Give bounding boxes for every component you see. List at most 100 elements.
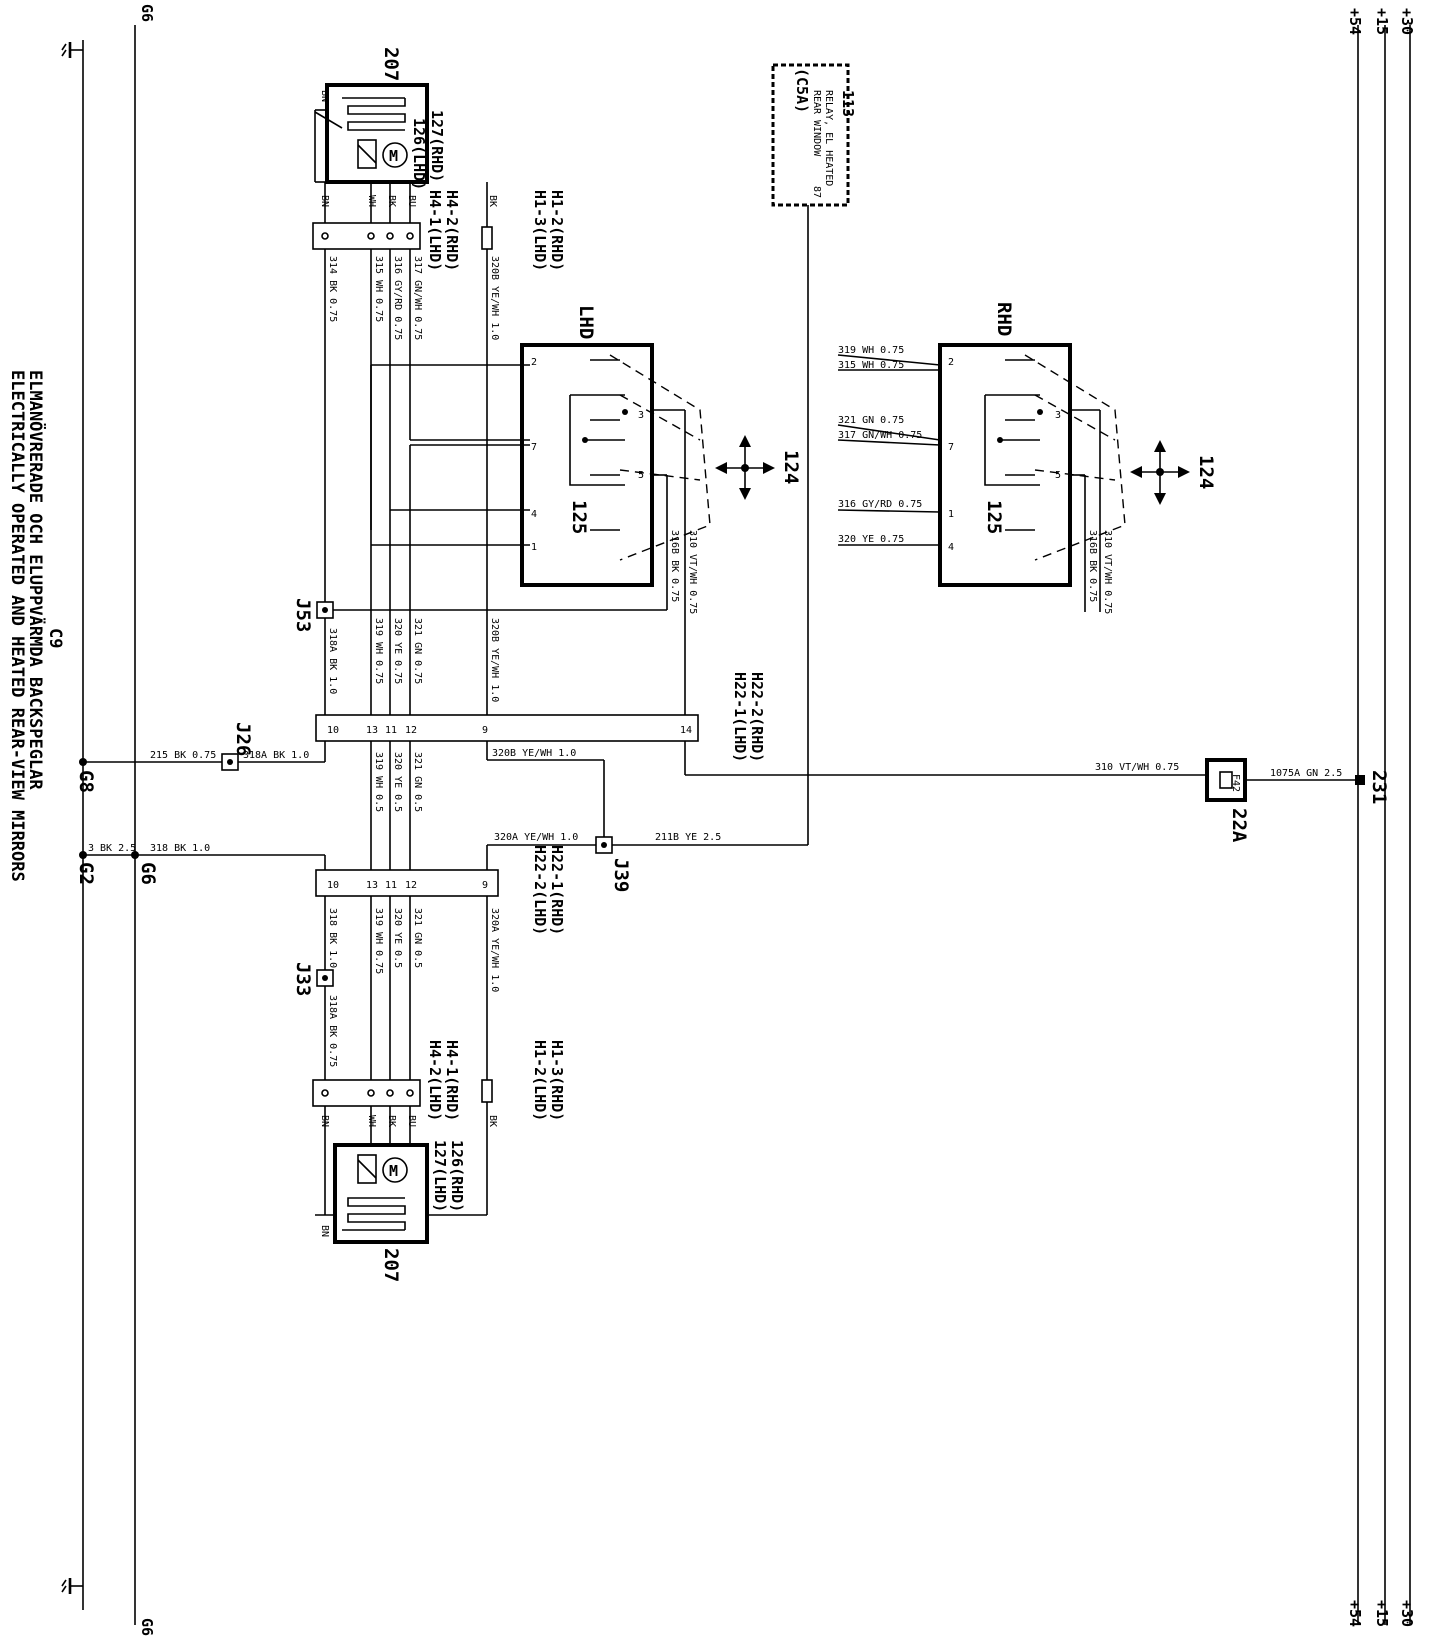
ground-symbol-top (61, 42, 83, 58)
motor-top-label: M (389, 147, 398, 165)
svg-text:9: 9 (482, 880, 488, 891)
wire-317: 317 GN/WH 0.75 (412, 256, 423, 340)
rhd-wire-316b: 316B BK 0.75 (1087, 530, 1098, 602)
bot-h4-conn-b: H4-2(LHD) (426, 1040, 444, 1121)
ground-g2-label: G2 (75, 862, 97, 885)
supply-line: 310 VT/WH 0.75 1075A GN 2.5 F42 22A 231 (685, 758, 1390, 843)
supply-1075a: 1075A GN 2.5 (1270, 768, 1342, 779)
rail-54-label-bottom: +54 (1346, 1600, 1364, 1627)
lhd-wire-310: 310 VT/WH 0.75 (687, 530, 698, 614)
relay-113: 113 RELAY, EL HEATED REAR WINDOW (C5A) 8… (771, 63, 857, 845)
wire-215: 215 BK 0.75 (150, 750, 216, 761)
mirror-bottom-number: 207 (380, 1248, 402, 1282)
svg-text:4: 4 (948, 542, 954, 553)
mid-wire-320: 320 YE 0.75 (392, 618, 403, 684)
rhd-in-319: 319 WH 0.75 (838, 345, 904, 356)
feed-320a: 320A YE/WH 1.0 (494, 832, 578, 843)
ground-rail-label: G6 (138, 4, 156, 22)
svg-text:11: 11 (385, 725, 397, 736)
h22-lower-a: H22-1(RHD) (548, 845, 566, 935)
svg-text:3: 3 (1055, 410, 1061, 421)
bot-color-bu: BU (406, 1115, 417, 1127)
relay-line1: RELAY, EL HEATED (823, 90, 834, 186)
rhd-in-321: 321 GN 0.75 (838, 415, 904, 426)
top-h1-conn-a: H1-2(RHD) (548, 190, 566, 271)
bot-wire-320: 320 YE 0.5 (392, 908, 403, 968)
splice-j26-label: J26 (232, 722, 254, 756)
splice-j53-label: J53 (292, 598, 314, 632)
wire-320b: 320B YE/WH 1.0 (489, 256, 500, 340)
mid-wire-319: 319 WH 0.75 (373, 618, 384, 684)
supply-310: 310 VT/WH 0.75 (1095, 762, 1179, 773)
top-mirror-conn-a: 127(RHD) (428, 110, 446, 182)
connector-block-top: H1-2(RHD) H1-3(LHD) H4-2(RHD) H4-1(LHD) (312, 190, 566, 271)
ground-g6-label: G6 (137, 862, 159, 885)
bot-color-bk: BK (386, 1115, 397, 1127)
color-bk-2: BK (487, 195, 498, 207)
switch-rhd-part: 125 (983, 500, 1005, 534)
svg-text:14: 14 (680, 725, 692, 736)
relay-id: 113 (839, 90, 857, 117)
top-mirror-conn-b: 126(LHD) (410, 118, 428, 190)
svg-text:2: 2 (948, 357, 954, 368)
splice-j53: J53 (292, 598, 334, 632)
bot-h1-conn-b: H1-2(LHD) (531, 1040, 549, 1121)
rail-30-label-bottom: +30 (1398, 1600, 1416, 1627)
bot-color-bn-2: BN (319, 1225, 330, 1237)
joystick-rhd-label: 124 (1195, 455, 1217, 489)
title-swedish: ELMANÖVRERADE OCH ELUPPVÄRMDA BACKSPEGLA… (25, 370, 47, 790)
relay-pin: 87 (811, 186, 822, 198)
mid-lower-verticals: 319 WH 0.5 320 YE 0.5 321 GN 0.5 (324, 741, 686, 870)
joystick-lhd-label: 124 (780, 450, 802, 484)
switch-rhd-label: RHD (993, 302, 1015, 336)
svg-text:3: 3 (638, 410, 644, 421)
ground-g8-branch: 215 BK 0.75 318A BK 1.0 J26 G8 (75, 722, 326, 793)
top-h1-conn-b: H1-3(LHD) (531, 190, 549, 271)
mid-wire-321: 321 GN 0.75 (412, 618, 423, 684)
bot-wire-321: 321 GN 0.5 (412, 908, 423, 968)
bot-wire-318: 318 BK 1.0 (327, 908, 338, 968)
joystick-lhd: 124 (715, 435, 802, 500)
color-bk: BK (386, 195, 397, 207)
svg-text:7: 7 (948, 442, 954, 453)
bot-color-wh: WH (366, 1115, 377, 1127)
svg-text:5: 5 (638, 470, 644, 481)
motor-bottom-label: M (389, 1162, 398, 1180)
splice-j33: J33 (292, 962, 334, 996)
top-h4-conn-b: H4-1(LHD) (426, 190, 444, 271)
bottom-verticals: 318 BK 1.0 319 WH 0.75 320 YE 0.5 321 GN… (324, 896, 500, 1080)
rhd-in-316: 316 GY/RD 0.75 (838, 499, 922, 510)
connector-h22-upper: 10 13 11 12 9 14 H22-2(RHD) H22-1(LHD) (315, 672, 766, 762)
svg-text:12: 12 (405, 880, 417, 891)
splice-j39-label: J39 (610, 858, 632, 892)
relay-line2: REAR WINDOW (811, 90, 822, 157)
wire-318: 318 BK 1.0 (150, 843, 210, 854)
svg-text:1: 1 (531, 542, 537, 553)
svg-text:10: 10 (327, 725, 339, 736)
bot-h1-conn-a: H1-3(RHD) (548, 1040, 566, 1121)
svg-text:7: 7 (531, 442, 537, 453)
switch-lhd-part: 125 (568, 500, 590, 534)
rail-54-label: +54 (1346, 8, 1364, 35)
top-h4-conn-a: H4-2(RHD) (443, 190, 461, 271)
junction-231-label: 231 (1368, 770, 1390, 804)
wire-318a-g8: 318A BK 1.0 (243, 750, 309, 761)
fuse-box-label: 22A (1228, 808, 1250, 843)
svg-text:10: 10 (327, 880, 339, 891)
connector-block-bottom: H1-3(RHD) H1-2(LHD) H4-1(RHD) H4-2(LHD) (312, 1040, 566, 1121)
color-bn-2: BN (319, 90, 330, 102)
supply-rails: +30 +15 +54 +30 +15 +54 (1346, 8, 1416, 1627)
diagram-code: C9 (45, 628, 65, 648)
wire-316: 316 GY/RD 0.75 (392, 256, 403, 340)
bottom-mirror-wires: BN BN WH BK BU BK (315, 1102, 498, 1237)
rhd-in-315: 315 WH 0.75 (838, 360, 904, 371)
ground-g8-label: G8 (75, 770, 97, 793)
feed-320b: 320B YE/WH 1.0 (492, 748, 576, 759)
feed-211b: 211B YE 2.5 (655, 832, 721, 843)
mirror-top-number: 207 (380, 47, 402, 81)
switch-lhd: LHD 2 7 4 1 3 5 125 310 VT/WH 0.75 316B … (325, 305, 711, 715)
rhd-wire-310: 310 VT/WH 0.75 (1102, 530, 1113, 614)
ground-g2-branch: 3 BK 2.5 318 BK 1.0 G2 G6 (75, 843, 326, 885)
ground-symbol-bottom (61, 1578, 83, 1594)
